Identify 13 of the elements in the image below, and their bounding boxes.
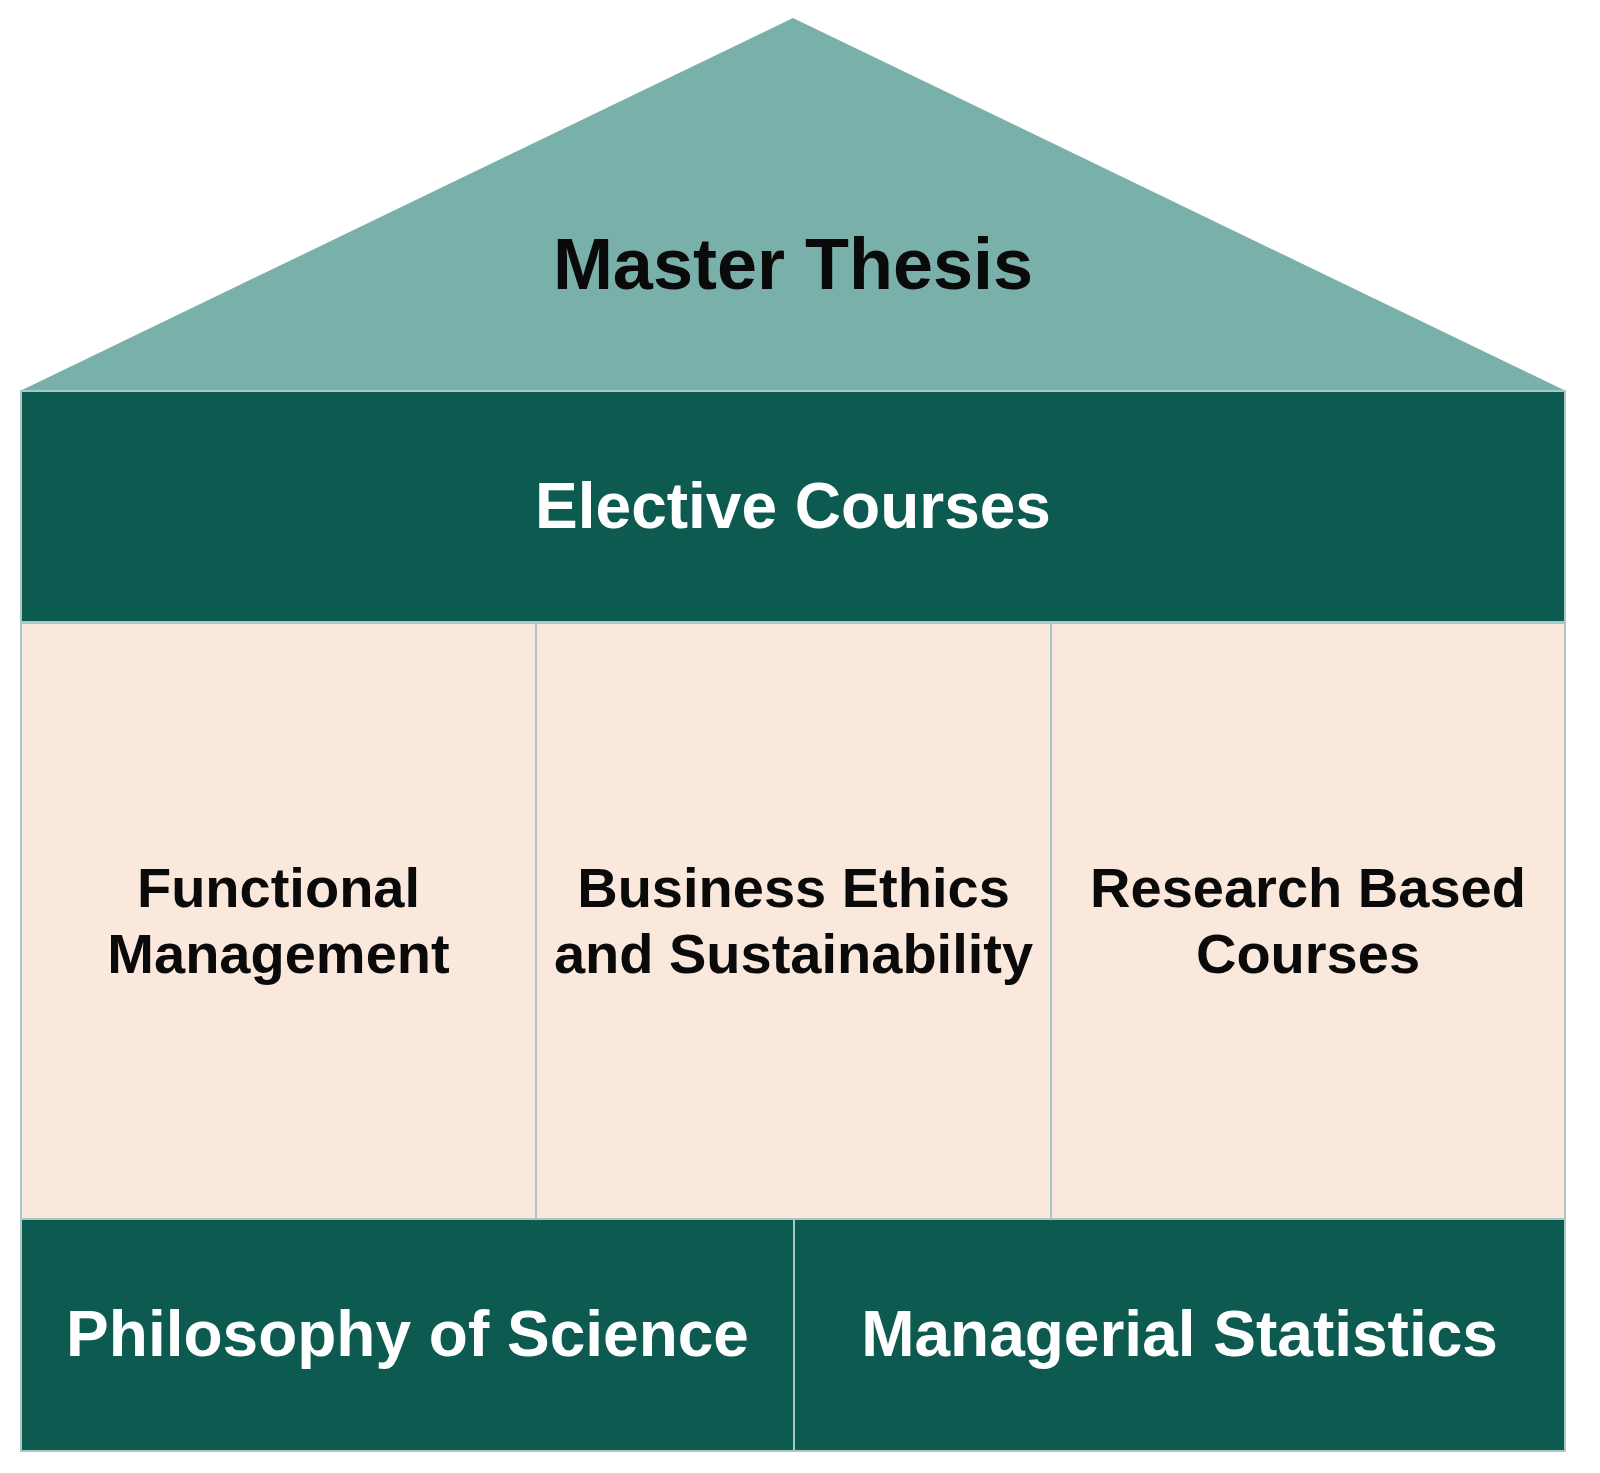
band-panel [20, 390, 1566, 623]
course-label: Functional Management [106, 854, 451, 987]
pillar-panel [535, 622, 1052, 1220]
base-panel [793, 1218, 1566, 1452]
course-label: Managerial Statistics [861, 1297, 1498, 1373]
base-panel [20, 1218, 795, 1452]
course-label: Philosophy of Science [66, 1297, 749, 1373]
course-label: Master Thesis [552, 223, 1034, 306]
course-label: Business Ethics and Sustainability [553, 854, 1034, 987]
pillar-panel [1050, 622, 1566, 1220]
course-label: Elective Courses [535, 468, 1051, 544]
pillar-panel [20, 622, 537, 1220]
course-label: Research Based Courses [1089, 854, 1527, 987]
